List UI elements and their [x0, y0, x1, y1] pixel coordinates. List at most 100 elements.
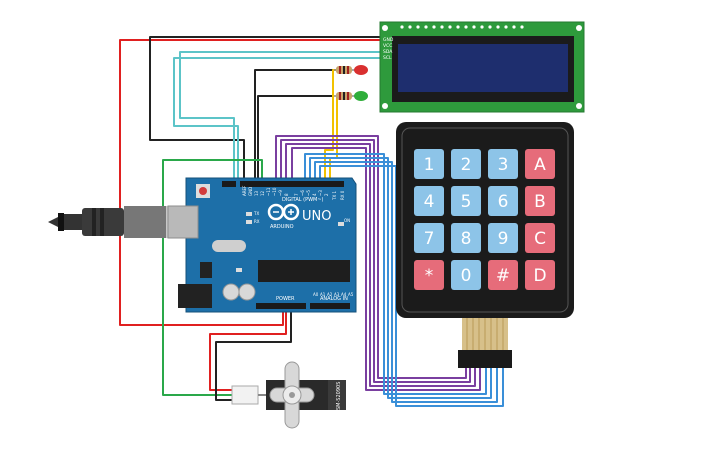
keypad-key-face[interactable] — [451, 186, 481, 216]
rx-label: RX — [254, 219, 260, 224]
pin-label: A3 — [334, 292, 340, 297]
keypad-key-label: B — [534, 192, 546, 212]
keypad-key-face[interactable] — [451, 260, 481, 290]
wire-green-servo — [162, 159, 263, 396]
power-jack — [178, 284, 212, 308]
keypad-key[interactable]: A — [525, 149, 555, 179]
keypad-key-face[interactable] — [414, 186, 444, 216]
pin-label: TX 1 — [332, 191, 337, 201]
pin-label: A4 — [341, 292, 347, 297]
keypad-key[interactable]: C — [525, 223, 555, 253]
on-label: ON — [344, 218, 350, 223]
keypad-key[interactable]: # — [488, 260, 518, 290]
digital-label: DIGITAL (PWM~) — [282, 197, 324, 203]
keypad-key[interactable]: 5 — [451, 186, 481, 216]
keypad-key-label: 2 — [461, 155, 472, 175]
keypad-key-face[interactable] — [488, 186, 518, 216]
wire-red-5v — [119, 39, 382, 326]
keypad-key-label: 9 — [498, 229, 509, 249]
wire-black-gnd-lcd — [149, 36, 382, 183]
arduino-brand-label: ARDUINO — [270, 224, 294, 230]
keypad-key-face[interactable] — [525, 260, 555, 290]
keypad-key[interactable]: 8 — [451, 223, 481, 253]
analog-label: ANALOG IN — [320, 296, 348, 302]
wire-red-servo — [209, 306, 287, 391]
keypad-key-label: # — [496, 266, 510, 286]
keypad-key[interactable]: 6 — [488, 186, 518, 216]
lcd-pin-sda: SDA — [383, 49, 393, 55]
keypad-key[interactable]: 4 — [414, 186, 444, 216]
pin-label: A1 — [320, 292, 326, 297]
lcd-pin-row — [400, 25, 524, 29]
wire-purple-1 — [275, 135, 467, 379]
keypad-key[interactable]: B — [525, 186, 555, 216]
pin-label: AREF — [242, 185, 247, 196]
wire-blue-1 — [304, 153, 487, 395]
digital-header — [240, 181, 344, 187]
keypad-key[interactable]: * — [414, 260, 444, 290]
pin-label: 4 — [312, 193, 317, 196]
lcd-screen — [398, 44, 568, 92]
wire-blue-3 — [314, 161, 498, 403]
keypad-key-face[interactable] — [525, 186, 555, 216]
keypad-key[interactable]: 2 — [451, 149, 481, 179]
lcd-pin-vcc: VCC — [383, 43, 392, 49]
keypad-key-label: 3 — [498, 155, 509, 175]
pin-label: A0 — [313, 292, 319, 297]
pin-label: ~3 — [318, 190, 323, 196]
servo-horn-icon — [269, 361, 315, 429]
pin-label: ~11 — [266, 187, 271, 196]
servo-plug — [231, 385, 259, 405]
pin-label: A5 — [348, 292, 354, 297]
keypad-key-label: 0 — [461, 266, 472, 286]
tx-label: TX — [253, 211, 259, 216]
keypad-ribbon — [458, 318, 512, 368]
wire-purple-4 — [291, 147, 481, 391]
lcd-display: GND VCC SDA SCL — [379, 21, 585, 113]
keypad-key[interactable]: 9 — [488, 223, 518, 253]
keypad-key-face[interactable] — [451, 223, 481, 253]
lcd-pin-scl: SCL — [383, 55, 392, 61]
keypad-key-label: * — [425, 266, 434, 286]
wire-teal-sda — [179, 51, 382, 183]
keypad-connector — [458, 350, 512, 368]
keypad-key-label: 4 — [424, 192, 435, 212]
keypad-key[interactable]: 3 — [488, 149, 518, 179]
pin-label: ~6 — [300, 190, 305, 196]
analog-pin-labels: A0 A1 A2 A3 A4 A5 — [313, 292, 354, 297]
red-led-icon — [354, 65, 368, 75]
keypad-key-face[interactable] — [488, 260, 518, 290]
keypad-key-face[interactable] — [414, 149, 444, 179]
keypad-key-label: 6 — [498, 192, 509, 212]
keypad-key-label: 7 — [424, 229, 435, 249]
keypad-key-face[interactable] — [525, 223, 555, 253]
keypad-key-label: C — [534, 229, 546, 249]
keypad-key-face[interactable] — [414, 260, 444, 290]
pin-label: ~10 — [272, 187, 277, 196]
wire-black-led-red — [254, 69, 334, 183]
keypad-key-face[interactable] — [488, 149, 518, 179]
arduino-board: UNO ARDUINO DIGITAL (PWM~) POWER ANALOG … — [167, 177, 357, 313]
keypad-key-face[interactable] — [488, 223, 518, 253]
led-red-assembly — [334, 65, 368, 75]
keypad-key-label: 5 — [461, 192, 472, 212]
keypad-key-face[interactable] — [414, 223, 444, 253]
keypad-key[interactable]: 0 — [451, 260, 481, 290]
keypad-key[interactable]: 7 — [414, 223, 444, 253]
analog-header — [310, 303, 350, 309]
keypad-key-label: 1 — [424, 155, 435, 175]
arduino-logo-icon — [267, 203, 300, 221]
wire-blue-2 — [309, 157, 492, 399]
keypad-key[interactable]: D — [525, 260, 555, 290]
keypad-key[interactable]: 1 — [414, 149, 444, 179]
wire-teal-scl — [173, 57, 382, 183]
pin-label: 2 — [324, 193, 329, 196]
wire-purple-2 — [280, 139, 471, 383]
keypad-key-face[interactable] — [451, 149, 481, 179]
keypad-key-face[interactable] — [525, 149, 555, 179]
wire-black-servo — [215, 306, 292, 401]
pin-label: ~5 — [306, 190, 311, 196]
